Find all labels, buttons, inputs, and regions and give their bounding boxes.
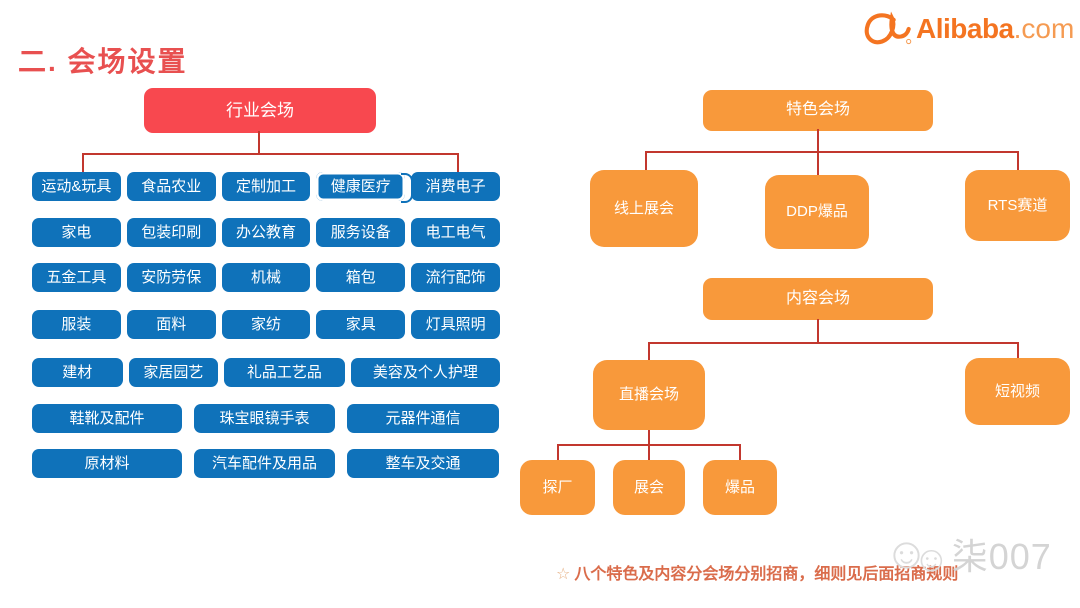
industry-node[interactable]: 食品农业 bbox=[126, 172, 216, 201]
content-root[interactable]: 内容会场 bbox=[703, 278, 933, 320]
footer-note: ☆八个特色及内容分会场分别招商，细则见后面招商规则 bbox=[556, 560, 958, 584]
industry-row: 鞋靴及配件珠宝眼镜手表元器件通信 bbox=[32, 404, 500, 433]
logo-brand-text: Alibaba bbox=[916, 13, 1014, 44]
industry-node[interactable]: 鞋靴及配件 bbox=[32, 404, 182, 433]
content-node[interactable]: 直播会场 bbox=[593, 360, 705, 430]
industry-node[interactable]: 箱包 bbox=[316, 263, 406, 292]
industry-row: 五金工具安防劳保机械箱包流行配饰 bbox=[32, 263, 500, 292]
live-node[interactable]: 展会 bbox=[613, 460, 685, 515]
industry-node[interactable]: 家具 bbox=[316, 310, 406, 339]
industry-node[interactable]: 珠宝眼镜手表 bbox=[194, 404, 335, 433]
industry-node[interactable]: 机械 bbox=[221, 263, 311, 292]
connector-line bbox=[648, 342, 1019, 344]
industry-node[interactable]: 安防劳保 bbox=[126, 263, 216, 292]
industry-node[interactable]: 办公教育 bbox=[221, 218, 311, 247]
special-root[interactable]: 特色会场 bbox=[703, 90, 933, 131]
industry-node[interactable]: 礼品工艺品 bbox=[224, 358, 345, 387]
industry-node[interactable]: 流行配饰 bbox=[411, 263, 500, 292]
connector-line bbox=[1017, 151, 1019, 171]
page-title: 二. 会场设置 bbox=[18, 46, 188, 77]
industry-node[interactable]: 家纺 bbox=[221, 310, 311, 339]
live-node[interactable]: 探厂 bbox=[520, 460, 595, 515]
industry-node[interactable]: 原材料 bbox=[32, 449, 182, 478]
connector-line bbox=[82, 153, 84, 173]
industry-node[interactable]: 电工电气 bbox=[411, 218, 500, 247]
industry-row: 服装面料家纺家具灯具照明 bbox=[32, 310, 500, 339]
content-node[interactable]: 短视频 bbox=[965, 358, 1070, 425]
alibaba-a-icon bbox=[864, 11, 912, 45]
industry-node[interactable]: 服务设备 bbox=[316, 218, 406, 247]
star-icon: ☆ bbox=[556, 566, 571, 583]
industry-node[interactable]: 家居园艺 bbox=[128, 358, 219, 387]
industry-node[interactable]: 美容及个人护理 bbox=[350, 358, 501, 387]
watermark-text: 柒007 bbox=[951, 536, 1052, 577]
industry-node[interactable]: 五金工具 bbox=[32, 263, 121, 292]
industry-node[interactable]: 灯具照明 bbox=[411, 310, 500, 339]
industry-node[interactable]: 家电 bbox=[32, 218, 121, 247]
special-node[interactable]: 线上展会 bbox=[590, 170, 698, 247]
industry-node[interactable]: 运动&玩具 bbox=[32, 172, 121, 201]
industry-node[interactable]: 建材 bbox=[32, 358, 123, 387]
industry-row: 家电包装印刷办公教育服务设备电工电气 bbox=[32, 218, 500, 247]
connector-line bbox=[645, 151, 1019, 153]
industry-node[interactable]: 定制加工 bbox=[221, 172, 311, 201]
connector-line bbox=[1017, 342, 1019, 359]
connector-line bbox=[82, 153, 459, 155]
connector-line bbox=[648, 342, 650, 361]
connector-line bbox=[739, 444, 741, 461]
logo-suffix-text: .com bbox=[1013, 13, 1075, 44]
connector-line bbox=[557, 444, 559, 461]
special-node[interactable]: DDP爆品 bbox=[765, 175, 869, 249]
industry-row: 建材家居园艺礼品工艺品美容及个人护理 bbox=[32, 358, 501, 387]
industry-row: 运动&玩具食品农业定制加工健康医疗消费电子 bbox=[32, 172, 500, 203]
connector-line bbox=[817, 151, 819, 176]
connector-line bbox=[645, 151, 647, 171]
industry-node[interactable]: 消费电子 bbox=[411, 172, 500, 201]
connector-line bbox=[648, 444, 650, 461]
industry-node[interactable]: 整车及交通 bbox=[347, 449, 499, 478]
special-node[interactable]: RTS赛道 bbox=[965, 170, 1070, 241]
industry-node[interactable]: 元器件通信 bbox=[347, 404, 499, 433]
connector-line bbox=[817, 319, 819, 343]
connector-line bbox=[457, 153, 459, 173]
industry-node[interactable]: 包装印刷 bbox=[126, 218, 216, 247]
connector-line bbox=[648, 429, 650, 445]
footer-note-text: 八个特色及内容分会场分别招商，细则见后面招商规则 bbox=[574, 566, 959, 583]
industry-node[interactable]: 汽车配件及用品 bbox=[194, 449, 335, 478]
industry-node[interactable]: 面料 bbox=[126, 310, 216, 339]
industry-row: 原材料汽车配件及用品整车及交通 bbox=[32, 449, 500, 478]
connector-line bbox=[817, 129, 819, 152]
live-node[interactable]: 爆品 bbox=[703, 460, 777, 515]
alibaba-logo: Alibaba.com bbox=[862, 6, 1074, 52]
industry-root[interactable]: 行业会场 bbox=[144, 88, 376, 133]
industry-node[interactable]: 健康医疗 bbox=[316, 172, 413, 203]
industry-node[interactable]: 服装 bbox=[32, 310, 121, 339]
connector-line bbox=[258, 131, 260, 154]
